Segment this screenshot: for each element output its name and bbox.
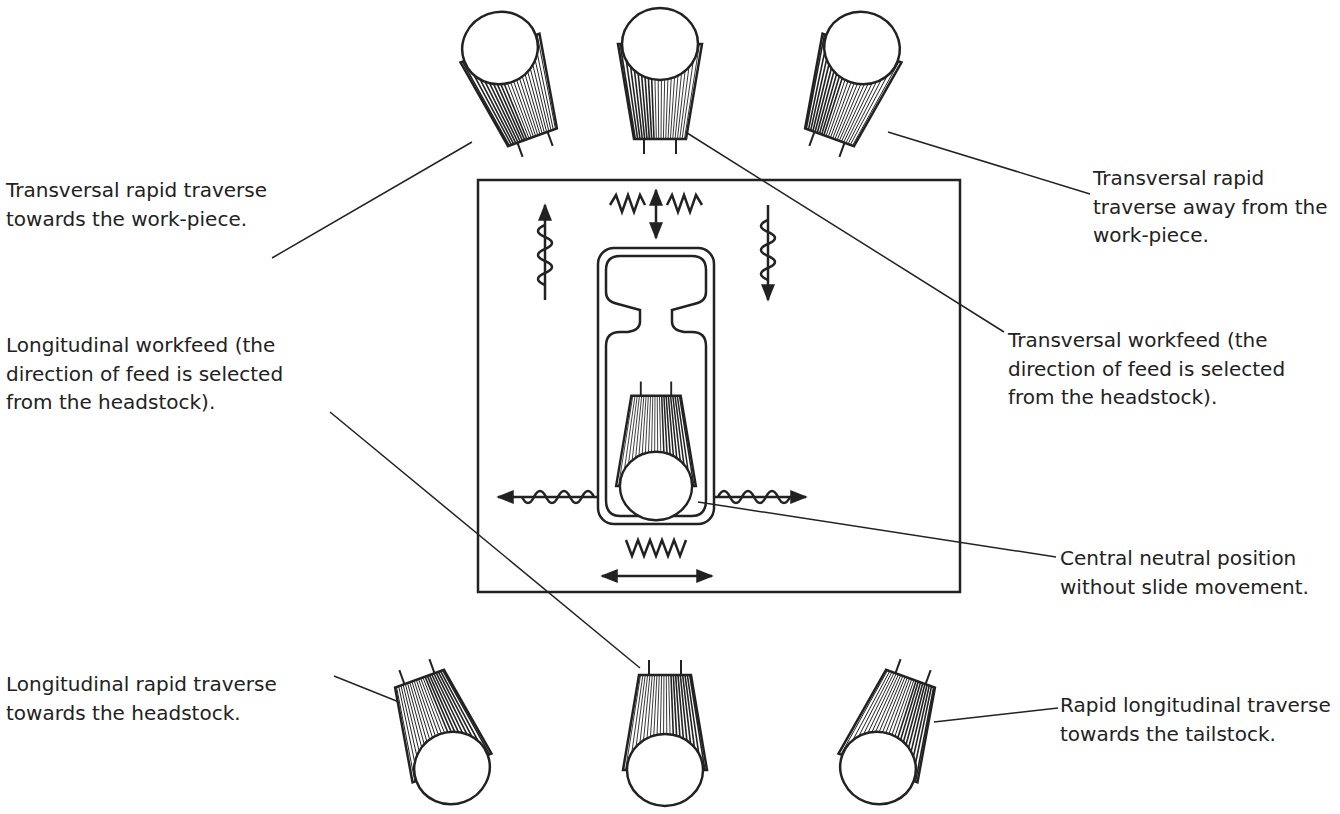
callout-label: Transversal rapid traverse away from the… [1093,164,1333,250]
leader-lines [272,126,1090,722]
lever-knob [826,650,955,814]
callout-label: Transversal workfeed (the direction of f… [1008,326,1334,412]
callout-label: Transversal rapid traverse towards the w… [6,176,324,233]
lever-knob [375,650,504,814]
lever-knob [448,0,577,166]
callout-label: Rapid longitudinal traverse towards the … [1060,691,1334,748]
lever-knob [785,0,914,166]
lever-knob [616,382,696,521]
lever-knob [618,8,702,154]
gate-slot [598,248,714,524]
callout-label: Longitudinal workfeed (the direction of … [6,331,328,417]
lever-knob [623,660,707,806]
control-panel [478,180,960,592]
callout-label: Longitudinal rapid traverse towards the … [6,670,330,727]
direction-arrows [498,190,806,576]
callout-label: Central neutral position without slide m… [1060,544,1334,601]
